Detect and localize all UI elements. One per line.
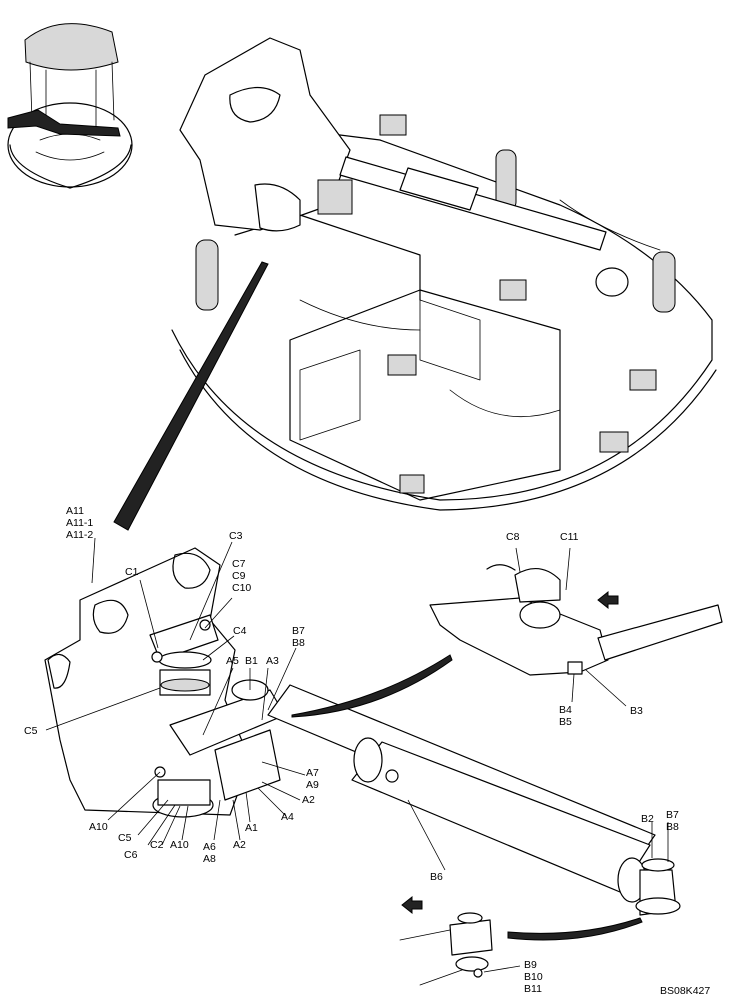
callout-c3: C3 xyxy=(229,530,243,542)
callout-b6: B6 xyxy=(430,871,443,883)
callout-c5-bottom: C5 xyxy=(118,832,132,844)
callout-a4: A4 xyxy=(281,811,294,823)
callout-c2: C2 xyxy=(150,839,164,851)
pin-detail xyxy=(399,895,493,986)
rod-end-detail xyxy=(429,564,723,676)
callout-c4: C4 xyxy=(233,625,247,637)
pin-pointer-arrow xyxy=(507,917,643,941)
callout-a2-bottom: A2 xyxy=(233,839,246,851)
callout-c11: C11 xyxy=(560,531,579,543)
callout-c1: C1 xyxy=(125,566,139,578)
callout-b1: B1 xyxy=(245,655,258,667)
callout-a2-right: A2 xyxy=(302,794,315,806)
callout-c8: C8 xyxy=(506,531,520,543)
leader-lines xyxy=(45,537,669,973)
upper-frame-view xyxy=(171,37,717,511)
detail-pointer-arrow xyxy=(113,261,269,531)
callout-b3: B3 xyxy=(630,705,643,717)
callout-a3: A3 xyxy=(266,655,279,667)
callout-a5: A5 xyxy=(226,655,239,667)
machine-overview-thumbnail xyxy=(7,23,133,189)
callout-a10-left: A10 xyxy=(89,821,108,833)
callout-a10-bottom: A10 xyxy=(170,839,189,851)
callout-c5-left: C5 xyxy=(24,725,38,737)
callout-b2: B2 xyxy=(641,813,654,825)
rod-end-pointer-arrow xyxy=(291,654,453,718)
drawing-code: BS08K427 xyxy=(660,985,710,997)
callout-a1: A1 xyxy=(245,822,258,834)
callout-c6: C6 xyxy=(124,849,138,861)
swing-bracket-detail xyxy=(44,547,681,916)
